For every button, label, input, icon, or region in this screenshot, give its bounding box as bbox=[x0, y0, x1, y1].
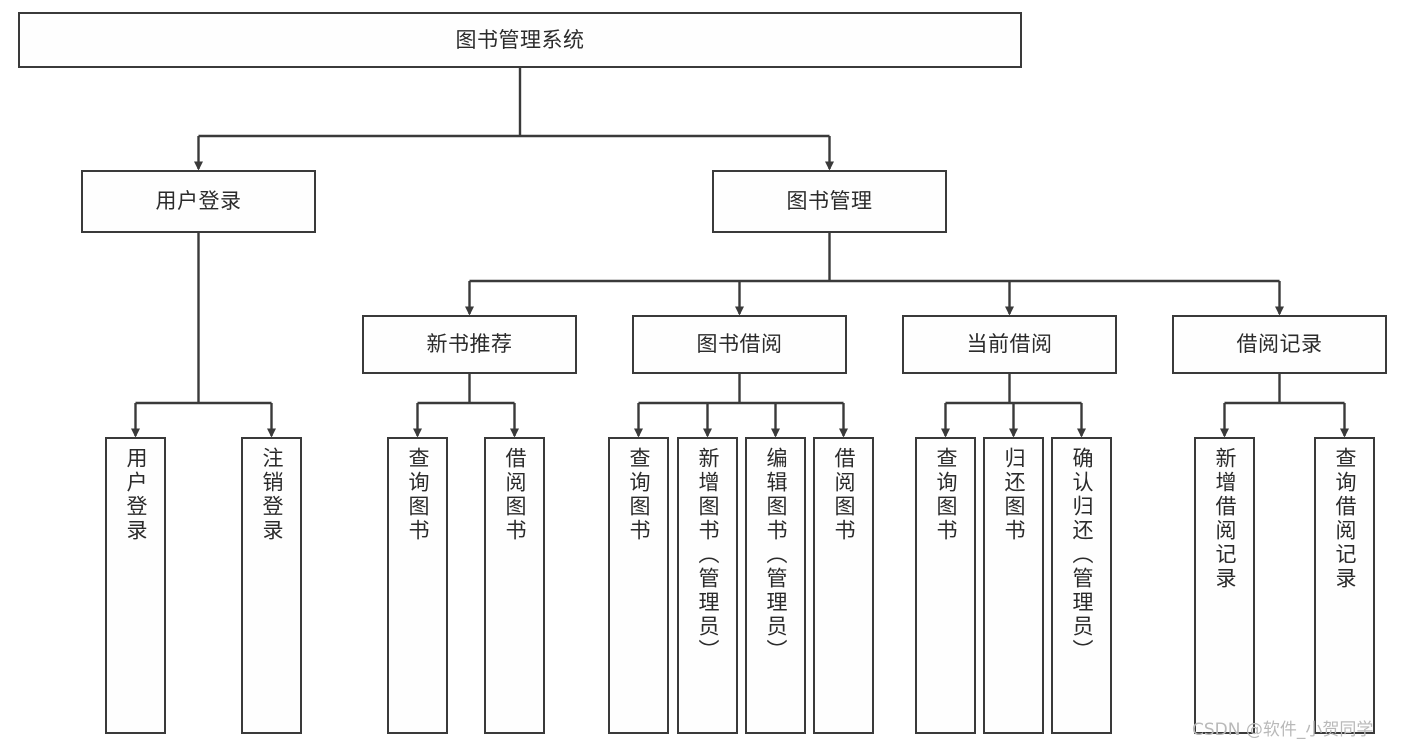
node-label: 借阅记录 bbox=[1236, 332, 1323, 357]
csdn-watermark: CSDN @软件_小贺同学 bbox=[1192, 720, 1374, 740]
node-label: 新增图书（管理员） bbox=[696, 447, 720, 663]
node-leaf-edit-book[interactable]: 编辑图书（管理员） bbox=[745, 437, 806, 734]
node-leaf-add-book[interactable]: 新增图书（管理员） bbox=[677, 437, 738, 734]
node-book-borrow[interactable]: 图书借阅 bbox=[632, 315, 847, 374]
node-leaf-query-rec[interactable]: 查询借阅记录 bbox=[1314, 437, 1375, 734]
node-book-manage[interactable]: 图书管理 bbox=[712, 170, 947, 233]
node-leaf-logout[interactable]: 注销登录 bbox=[241, 437, 302, 734]
node-root[interactable]: 图书管理系统 bbox=[18, 12, 1022, 68]
node-borrow-record[interactable]: 借阅记录 bbox=[1172, 315, 1387, 374]
node-label: 用户登录 bbox=[124, 447, 148, 543]
node-leaf-user-login[interactable]: 用户登录 bbox=[105, 437, 166, 734]
node-leaf-confirm[interactable]: 确认归还（管理员） bbox=[1051, 437, 1112, 734]
node-label: 查询图书 bbox=[934, 447, 958, 543]
node-leaf-query-1[interactable]: 查询图书 bbox=[387, 437, 448, 734]
node-label: 借阅图书 bbox=[503, 447, 527, 543]
node-label: 图书管理 bbox=[786, 189, 873, 214]
node-leaf-query-3[interactable]: 查询图书 bbox=[915, 437, 976, 734]
node-current-borrow[interactable]: 当前借阅 bbox=[902, 315, 1117, 374]
node-leaf-return[interactable]: 归还图书 bbox=[983, 437, 1044, 734]
node-leaf-borrow-2[interactable]: 借阅图书 bbox=[813, 437, 874, 734]
node-leaf-borrow-1[interactable]: 借阅图书 bbox=[484, 437, 545, 734]
node-label: 新增借阅记录 bbox=[1213, 447, 1237, 591]
node-label: 确认归还（管理员） bbox=[1070, 447, 1094, 663]
node-leaf-query-2[interactable]: 查询图书 bbox=[608, 437, 669, 734]
node-new-book-rec[interactable]: 新书推荐 bbox=[362, 315, 577, 374]
node-label: 借阅图书 bbox=[832, 447, 856, 543]
node-label: 当前借阅 bbox=[966, 332, 1053, 357]
node-label: 查询借阅记录 bbox=[1333, 447, 1357, 591]
node-label: 编辑图书（管理员） bbox=[764, 447, 788, 663]
node-label: 图书借阅 bbox=[696, 332, 783, 357]
node-label: 用户登录 bbox=[155, 189, 242, 214]
node-label: 图书管理系统 bbox=[455, 27, 585, 52]
node-label: 查询图书 bbox=[406, 447, 430, 543]
node-leaf-add-record[interactable]: 新增借阅记录 bbox=[1194, 437, 1255, 734]
node-label: 归还图书 bbox=[1002, 447, 1026, 543]
node-user-login[interactable]: 用户登录 bbox=[81, 170, 316, 233]
node-label: 查询图书 bbox=[627, 447, 651, 543]
node-label: 注销登录 bbox=[260, 447, 284, 543]
node-label: 新书推荐 bbox=[426, 332, 513, 357]
